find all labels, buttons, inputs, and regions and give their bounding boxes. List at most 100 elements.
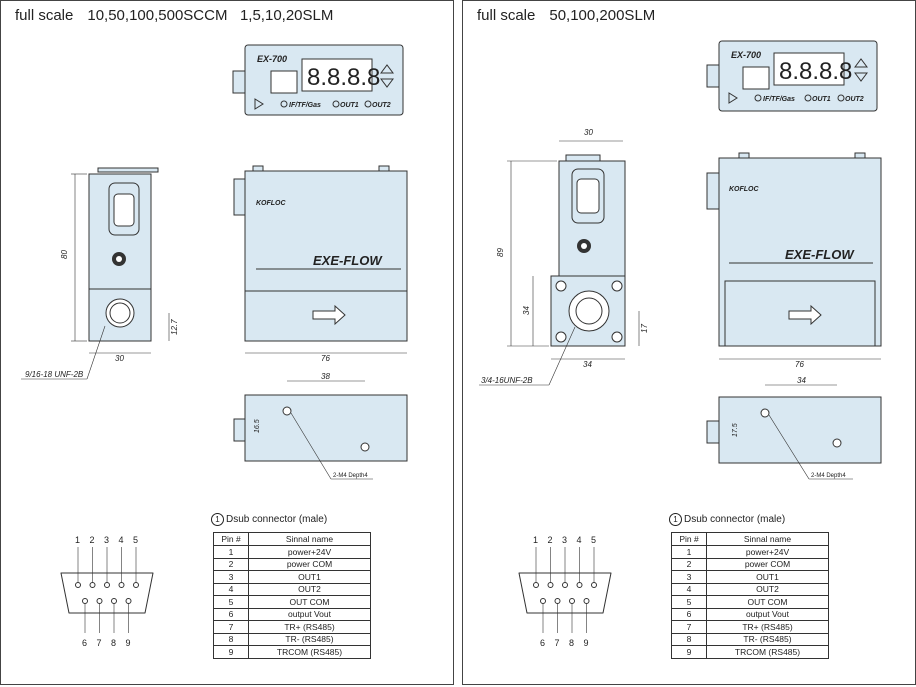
signal-name-cell: OUT COM xyxy=(706,595,829,609)
flow-arrow-icon xyxy=(312,304,346,326)
pin-label: 7 xyxy=(555,638,560,648)
product-logo: EXE-FLOW xyxy=(785,247,855,262)
pin-number-cell: 4 xyxy=(671,582,707,596)
connector-pin xyxy=(96,598,103,604)
led-display xyxy=(301,58,373,92)
full-scale-label: full scale xyxy=(477,7,536,24)
connector-pin xyxy=(576,582,583,588)
connector-title-text: Dsub connector (male) xyxy=(226,514,328,525)
header-pin: Pin # xyxy=(213,532,249,546)
pin-number-cell: 9 xyxy=(213,645,249,659)
right-panel: full scale 50,100,200SLM EX-700 8.8.8.8 I… xyxy=(462,0,916,685)
connector-pin xyxy=(569,598,575,604)
pin-label: 6 xyxy=(82,638,87,648)
pin-number-cell: 4 xyxy=(213,582,249,596)
dim-width: 30 xyxy=(115,354,124,363)
drawing-right: EX-700 8.8.8.8 IF/TF/Gas OUT1 OUT2 30 xyxy=(479,40,882,648)
thread-label: 3/4-16UNF-2B xyxy=(481,376,533,385)
signal-name-cell: output Vout xyxy=(706,607,829,621)
pin-label: 4 xyxy=(577,535,582,545)
dim-hole-offset: 16.5 xyxy=(254,419,261,433)
out1-label: OUT1 xyxy=(812,96,831,103)
brand-logo: KOFLOC xyxy=(729,186,759,193)
depth-label: 2-M4 Depth4 xyxy=(333,473,368,479)
pin-label: 2 xyxy=(548,535,553,545)
mode-label: IF/TF/Gas xyxy=(763,96,795,103)
signal-name-cell: TR+ (RS485) xyxy=(248,620,371,634)
bottom-view: 34 17.5 2-M4 Depth4 xyxy=(706,376,882,480)
signal-name-cell: OUT2 xyxy=(248,582,371,596)
side-view: 30 89 34 34 17 3/4-16UNF-2B xyxy=(479,128,649,386)
updown-icon xyxy=(380,64,394,88)
connector-pin xyxy=(591,582,597,588)
pin-number-cell: 8 xyxy=(213,632,249,646)
pin-number-cell: 7 xyxy=(671,620,707,634)
led-display xyxy=(773,52,845,86)
play-icon xyxy=(254,98,264,110)
dim-length: 76 xyxy=(795,360,804,369)
pin-label: 8 xyxy=(111,638,116,648)
pin-number-cell: 6 xyxy=(671,607,707,621)
signal-name-cell: output Vout xyxy=(248,607,371,621)
dim-flange-width: 34 xyxy=(583,360,592,369)
front-view: KOFLOC EXE-FLOW 76 xyxy=(706,152,882,369)
signal-name-cell: TR- (RS485) xyxy=(706,632,829,646)
signal-name-cell: power COM xyxy=(706,557,829,571)
model-label: EX-700 xyxy=(731,50,761,60)
connector-pin xyxy=(533,582,539,588)
pin-number-cell: 5 xyxy=(213,595,249,609)
full-scale-ranges: 10,50,100,500SCCM 1,5,10,20SLM xyxy=(87,7,334,24)
led-digits: 8.8.8.8 xyxy=(779,58,852,85)
full-scale-ranges: 50,100,200SLM xyxy=(549,7,656,24)
signal-name-cell: OUT1 xyxy=(706,570,829,584)
updown-icon xyxy=(854,58,868,82)
pin-label: 5 xyxy=(133,535,138,545)
connector-number: 1 xyxy=(211,513,224,526)
pin-number-cell: 1 xyxy=(213,545,249,559)
signal-name-cell: OUT COM xyxy=(248,595,371,609)
pin-number-cell: 3 xyxy=(671,570,707,584)
out2-label: OUT2 xyxy=(372,102,391,109)
dim-flange: 34 xyxy=(522,306,531,315)
dim-height: 80 xyxy=(60,250,69,259)
out2-label: OUT2 xyxy=(845,96,864,103)
pin-number-cell: 2 xyxy=(213,557,249,571)
pin-number-cell: 9 xyxy=(671,645,707,659)
model-label: EX-700 xyxy=(257,54,287,64)
connector-pin xyxy=(540,598,546,604)
header-pin: Pin # xyxy=(671,532,707,546)
dim-port-offset: 12.7 xyxy=(170,319,179,335)
pin-label: 5 xyxy=(591,535,596,545)
pin-label: 1 xyxy=(75,535,80,545)
dim-hole-offset: 17.5 xyxy=(732,423,739,437)
dim-height: 89 xyxy=(496,248,505,257)
connector-pin xyxy=(554,598,561,604)
dim-hole-spacing: 34 xyxy=(797,376,806,385)
pin-label: 6 xyxy=(540,638,545,648)
pin-number-cell: 7 xyxy=(213,620,249,634)
signal-name-cell: OUT1 xyxy=(248,570,371,584)
connector-pin xyxy=(133,582,139,588)
pin-number-cell: 6 xyxy=(213,607,249,621)
signal-name-cell: OUT2 xyxy=(706,582,829,596)
connector-pin xyxy=(562,582,568,588)
connector-pin xyxy=(104,582,110,588)
dim-port-offset: 17 xyxy=(640,324,649,333)
product-logo: EXE-FLOW xyxy=(313,253,383,268)
led-digits: 8.8.8.8 xyxy=(307,64,380,91)
signal-name-cell: TR- (RS485) xyxy=(248,632,371,646)
